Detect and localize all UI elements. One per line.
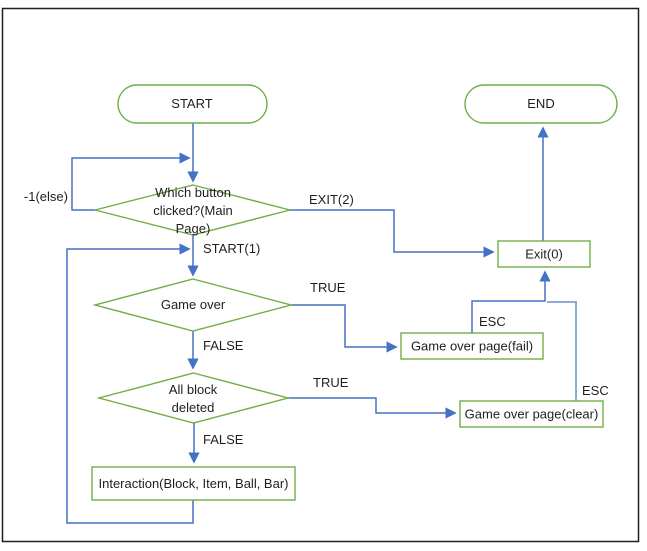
decision-game-over: Game over <box>92 278 294 332</box>
decision-all-block-deleted-shape <box>96 372 291 424</box>
decision-all-block-deleted: All block deleted <box>96 372 291 424</box>
decision-which-button-line3: Page) <box>176 221 211 236</box>
decision-which-button-shape <box>94 184 291 236</box>
decision-which-button-line1: Which button <box>155 185 231 200</box>
edge-label-game-over-false: FALSE <box>203 338 244 353</box>
start-node: START <box>117 84 268 124</box>
edge-esc-clear <box>547 301 577 401</box>
process-interaction-shape <box>91 466 296 501</box>
process-game-over-fail-label: Game over page(fail) <box>411 339 533 354</box>
edge-label-game-over-true: TRUE <box>310 280 346 295</box>
process-game-over-clear: Game over page(clear) <box>459 400 604 428</box>
end-node-label: END <box>527 96 554 111</box>
decision-all-block-line1: All block <box>169 382 218 397</box>
process-game-over-clear-label: Game over page(clear) <box>465 407 599 422</box>
start-node-shape <box>117 84 268 124</box>
end-node-shape <box>464 84 618 124</box>
edge-label-esc-clear: ESC <box>582 383 609 398</box>
process-exit0-label: Exit(0) <box>525 247 563 262</box>
decision-which-button-line2: clicked?(Main <box>153 203 232 218</box>
edge-all-block-true <box>288 397 457 419</box>
edge-game-over-true <box>291 304 398 353</box>
process-game-over-fail: Game over page(fail) <box>400 332 544 360</box>
decision-which-button: Which button clicked?(Main Page) <box>94 184 291 236</box>
edge-label-else: -1(else) <box>24 189 68 204</box>
edge-interaction-loop <box>66 243 194 524</box>
process-exit0-shape <box>497 240 591 268</box>
decision-game-over-label: Game over <box>161 297 226 312</box>
edge-esc-fail-to-exit0 <box>471 270 551 333</box>
process-interaction-label: Interaction(Block, Item, Ball, Bar) <box>98 476 288 491</box>
edge-label-esc-fail: ESC <box>479 314 506 329</box>
end-node: END <box>464 84 618 124</box>
decision-all-block-line2: deleted <box>172 400 215 415</box>
decision-game-over-shape <box>92 278 294 332</box>
edge-label-all-block-false: FALSE <box>203 432 244 447</box>
edge-else-loop <box>71 152 191 211</box>
process-exit0: Exit(0) <box>497 240 591 268</box>
edge-exit2-to-exit0 <box>290 209 495 258</box>
process-game-over-fail-shape <box>400 332 544 360</box>
process-game-over-clear-shape <box>459 400 604 428</box>
edge-label-all-block-true: TRUE <box>313 375 349 390</box>
edge-label-start1: START(1) <box>203 241 260 256</box>
start-node-label: START <box>171 96 212 111</box>
edge-label-exit2: EXIT(2) <box>309 192 354 207</box>
process-interaction: Interaction(Block, Item, Ball, Bar) <box>91 466 296 501</box>
